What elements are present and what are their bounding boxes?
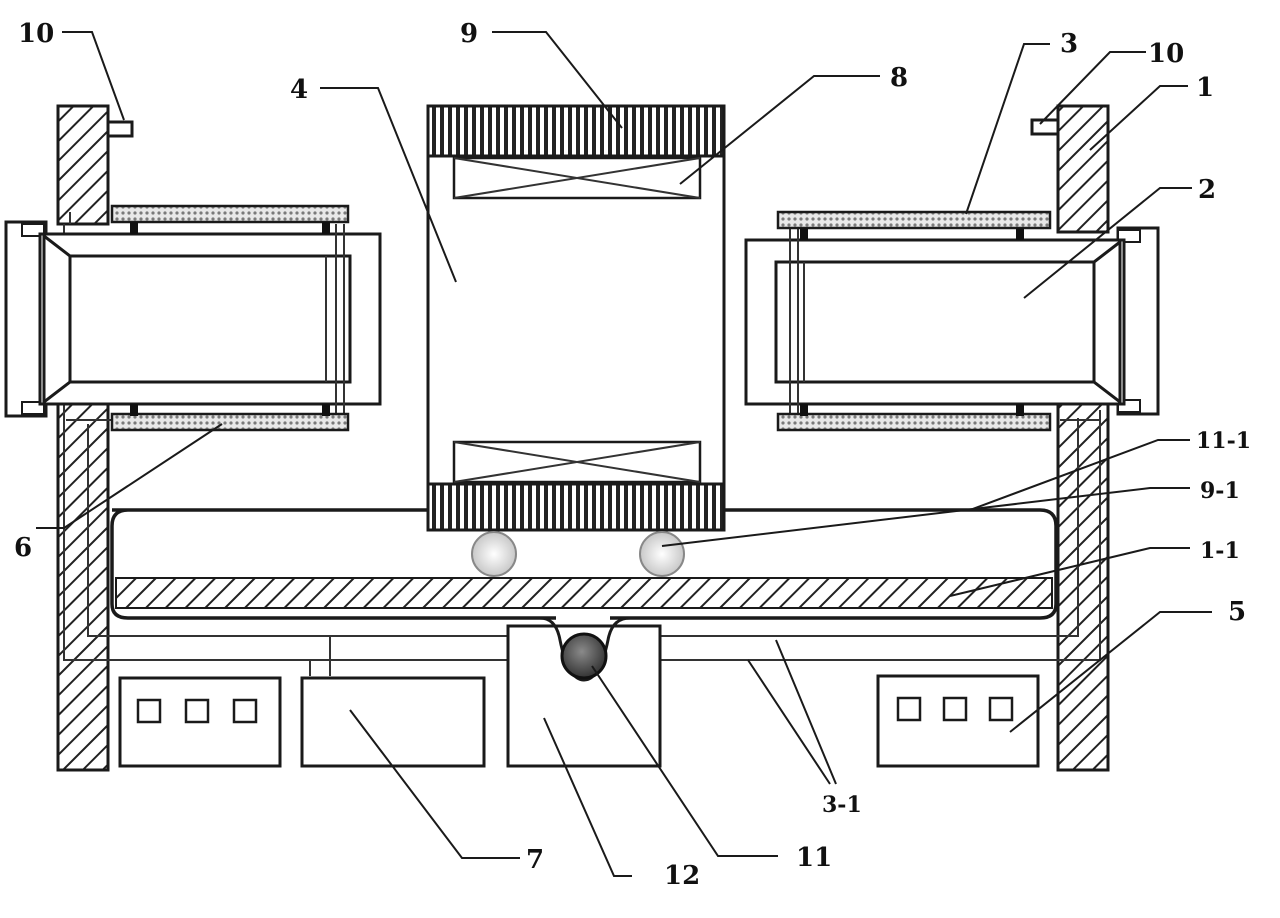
control-box-left [118, 676, 282, 768]
label-1-1: 1-1 [1200, 538, 1240, 564]
label-9: 9 [460, 19, 478, 49]
label-10-left: 10 [18, 19, 54, 49]
left-magnet-assembly [4, 204, 382, 432]
label-7: 7 [526, 845, 544, 875]
right-bracket [1030, 118, 1060, 136]
roller-left [471, 531, 517, 577]
leader-lines [36, 31, 1212, 877]
central-column [426, 104, 726, 532]
tray [110, 508, 1058, 620]
label-9-1: 9-1 [1200, 478, 1240, 504]
label-4: 4 [290, 75, 308, 105]
ball-11 [560, 632, 608, 680]
control-box-right [876, 674, 1040, 768]
left-bracket [106, 120, 134, 138]
left-wall [56, 104, 110, 772]
roller-right [639, 531, 685, 577]
label-8: 8 [890, 63, 908, 93]
label-11: 11 [796, 843, 832, 873]
label-3: 3 [1060, 29, 1078, 59]
right-magnet-assembly [744, 210, 1160, 432]
label-3-1: 3-1 [822, 792, 862, 818]
collection-box [506, 616, 662, 768]
label-1: 1 [1196, 73, 1214, 103]
label-2: 2 [1198, 175, 1216, 205]
label-5: 5 [1228, 597, 1246, 627]
power-box [300, 676, 486, 768]
label-11-1: 11-1 [1196, 428, 1251, 454]
label-10-right: 10 [1148, 39, 1184, 69]
label-6: 6 [14, 533, 32, 563]
label-12: 12 [664, 861, 700, 891]
